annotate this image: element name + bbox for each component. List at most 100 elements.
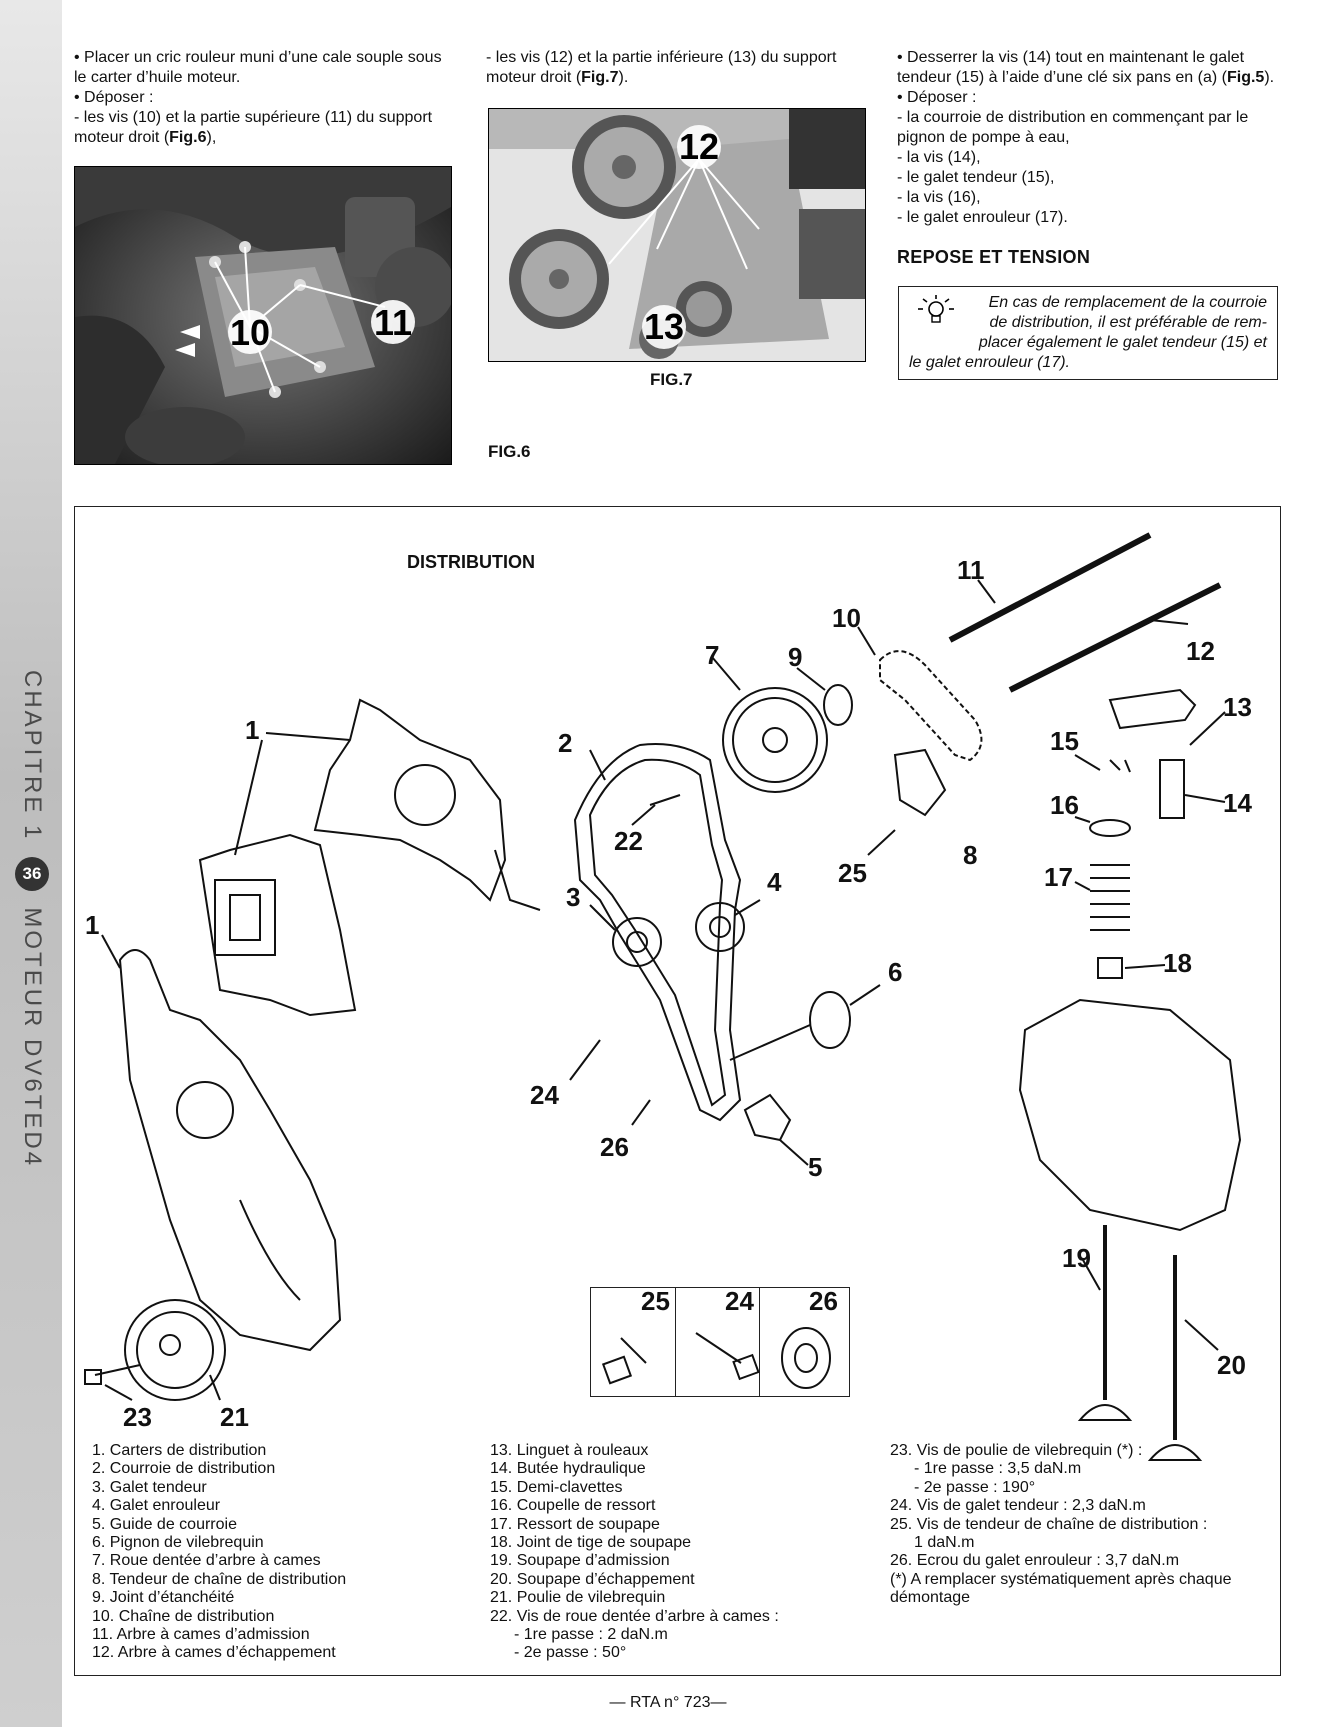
text-line: pignon de pompe à eau,: [897, 129, 1070, 146]
fig6-photo: 10 11: [74, 166, 452, 465]
middle-timing-cover: [198, 833, 357, 1017]
diagram-label: 17: [1044, 862, 1073, 892]
note-line: En cas de remplacement de la courroie: [988, 294, 1267, 311]
legend-item: 14. Butée hydraulique: [490, 1460, 646, 1478]
legend-item: 6. Pignon de vilebrequin: [92, 1534, 264, 1552]
figure-reference: Fig.6: [169, 129, 207, 146]
screw-24-icon: [695, 1332, 760, 1381]
page-footer: — RTA n° 723—: [609, 1694, 727, 1711]
chapter-sidebar: CHAPITRE 1 36 MOTEUR DV6TED4: [0, 0, 62, 1727]
diagram-label: 10: [832, 603, 861, 633]
spring-cup: [1089, 819, 1131, 837]
text-line: • Déposer :: [897, 89, 977, 106]
inset-label: 26: [809, 1286, 838, 1316]
roller-rocker: [1108, 688, 1197, 730]
diagram-label: 20: [1217, 1350, 1246, 1380]
legend-item: 7. Roue dentée d’arbre à cames: [92, 1552, 321, 1570]
crankshaft-gear: [809, 991, 851, 1049]
engine-mount-photo-illustration: 10 11: [75, 167, 451, 464]
legend-item: 2. Courroie de distribution: [92, 1460, 276, 1478]
text-line: - les vis (10) et la partie supérieure (…: [74, 109, 433, 126]
upper-timing-cover: [313, 698, 507, 902]
fig6-callout: 11: [374, 302, 412, 343]
fig7-callout: 12: [679, 126, 719, 167]
text-line: - le galet enrouleur (17).: [897, 209, 1068, 226]
diagram-label: 8: [963, 840, 978, 870]
text-line: - les vis (12) et la partie inférieure (…: [486, 49, 837, 66]
note-line: placer également le galet tendeur (15) e…: [978, 334, 1267, 351]
legend-item: 22. Vis de roue dentée d’arbre à cames :: [490, 1607, 779, 1625]
intake-camshaft: [948, 532, 1152, 643]
diagram-label: 5: [808, 1152, 823, 1182]
timing-belt: [573, 743, 742, 1122]
timing-gears-photo-illustration: 12 13: [489, 109, 865, 361]
legend-column-3: 23. Vis de poulie de vilebrequin (*) : -…: [890, 1442, 1232, 1608]
text-line: • Placer un cric rouleur muni d’une cale…: [74, 49, 442, 66]
diagram-label: 1: [245, 715, 260, 745]
legend-item: 4. Galet enrouleur: [92, 1497, 221, 1515]
note-box: En cas de remplacement de la courroie de…: [898, 286, 1278, 380]
hydraulic-lifter: [1159, 759, 1185, 819]
text-line: - la vis (16),: [897, 189, 981, 206]
cylinder-head: [1018, 998, 1242, 1232]
diagram-label: 3: [566, 882, 581, 912]
diagram-label: 19: [1062, 1243, 1091, 1273]
legend-subitem: - 2e passe : 190°: [914, 1478, 1036, 1496]
diagram-label: 26: [600, 1132, 629, 1162]
diagram-label: 18: [1163, 948, 1192, 978]
fig7-callout: 13: [644, 306, 684, 347]
instruction-column-1: • Placer un cric rouleur muni d’une cale…: [74, 48, 464, 148]
nut-26-icon: [781, 1327, 831, 1389]
legend-item: 15. Demi-clavettes: [490, 1478, 623, 1496]
legend-item: 21. Poulie de vilebrequin: [490, 1589, 666, 1607]
tensioner-roller: [612, 917, 662, 967]
text-line: - le galet tendeur (15),: [897, 169, 1055, 186]
legend-item: 12. Arbre à cames d’échappement: [92, 1644, 336, 1662]
diagram-label: 9: [788, 642, 803, 672]
legend-item: 1. Carters de distribution: [92, 1442, 267, 1459]
diagram-label: 25: [838, 858, 867, 888]
instruction-column-3: • Desserrer la vis (14) tout en maintena…: [897, 48, 1287, 228]
diagram-label: 16: [1050, 790, 1079, 820]
legend-item: (*) A remplacer systématiquement après c…: [890, 1570, 1232, 1588]
diagram-label: 1: [85, 910, 100, 940]
legend-item: 13. Linguet à rouleaux: [490, 1442, 649, 1459]
fig7-photo: 12 13: [488, 108, 866, 362]
inset-label: 25: [641, 1286, 670, 1316]
oil-seal: [823, 684, 853, 726]
legend-item: 10. Chaîne de distribution: [92, 1607, 275, 1625]
legend-item: 9. Joint d’étanchéité: [92, 1589, 235, 1607]
text-line: - la courroie de distribution en commenç…: [897, 109, 1249, 126]
exhaust-camshaft: [1008, 582, 1222, 693]
crankshaft-pulley: [124, 1299, 226, 1401]
lower-timing-cover: [118, 949, 342, 1352]
timing-chain: [879, 650, 983, 762]
diagram-label: 23: [123, 1402, 152, 1432]
legend-item: 18. Joint de tige de soupape: [490, 1534, 692, 1552]
valve-spring: [1090, 864, 1130, 931]
legend-item: 8. Tendeur de chaîne de distribution: [92, 1570, 347, 1588]
fig6-caption: FIG.6: [488, 442, 531, 461]
diagram-label: 11: [957, 555, 985, 585]
diagram-label: 24: [530, 1080, 559, 1110]
fig7-caption: FIG.7: [650, 370, 693, 389]
legend-item: 20. Soupape d’échappement: [490, 1570, 695, 1588]
chain-tensioner: [893, 748, 947, 817]
legend-column-1: 1. Carters de distribution 2. Courroie d…: [92, 1442, 346, 1663]
legend-item: 5. Guide de courroie: [92, 1515, 237, 1533]
text-line: moteur droit (Fig.6),: [74, 129, 217, 146]
instruction-column-2: - les vis (12) et la partie inférieure (…: [486, 48, 866, 88]
belt-guide: [743, 1093, 792, 1142]
distribution-diagram-frame: [74, 506, 1281, 1676]
diagram-label: 21: [220, 1402, 249, 1432]
legend-item: 26. Ecrou du galet enrouleur : 3,7 daN.m: [890, 1552, 1180, 1570]
legend-subitem: 1 daN.m: [914, 1534, 975, 1552]
legend-item: 19. Soupape d’admission: [490, 1552, 670, 1570]
legend-item: 17. Ressort de soupape: [490, 1515, 660, 1533]
fastener-inset: 25 24 26: [590, 1286, 850, 1397]
legend-item: 23. Vis de poulie de vilebrequin (*) :: [890, 1442, 1143, 1459]
note-line: de distribution, il est préférable de re…: [989, 314, 1267, 331]
text-line: tendeur (15) à l’aide d’une clé six pans…: [897, 69, 1275, 86]
legend-column-2: 13. Linguet à rouleaux 14. Butée hydraul…: [490, 1442, 779, 1663]
